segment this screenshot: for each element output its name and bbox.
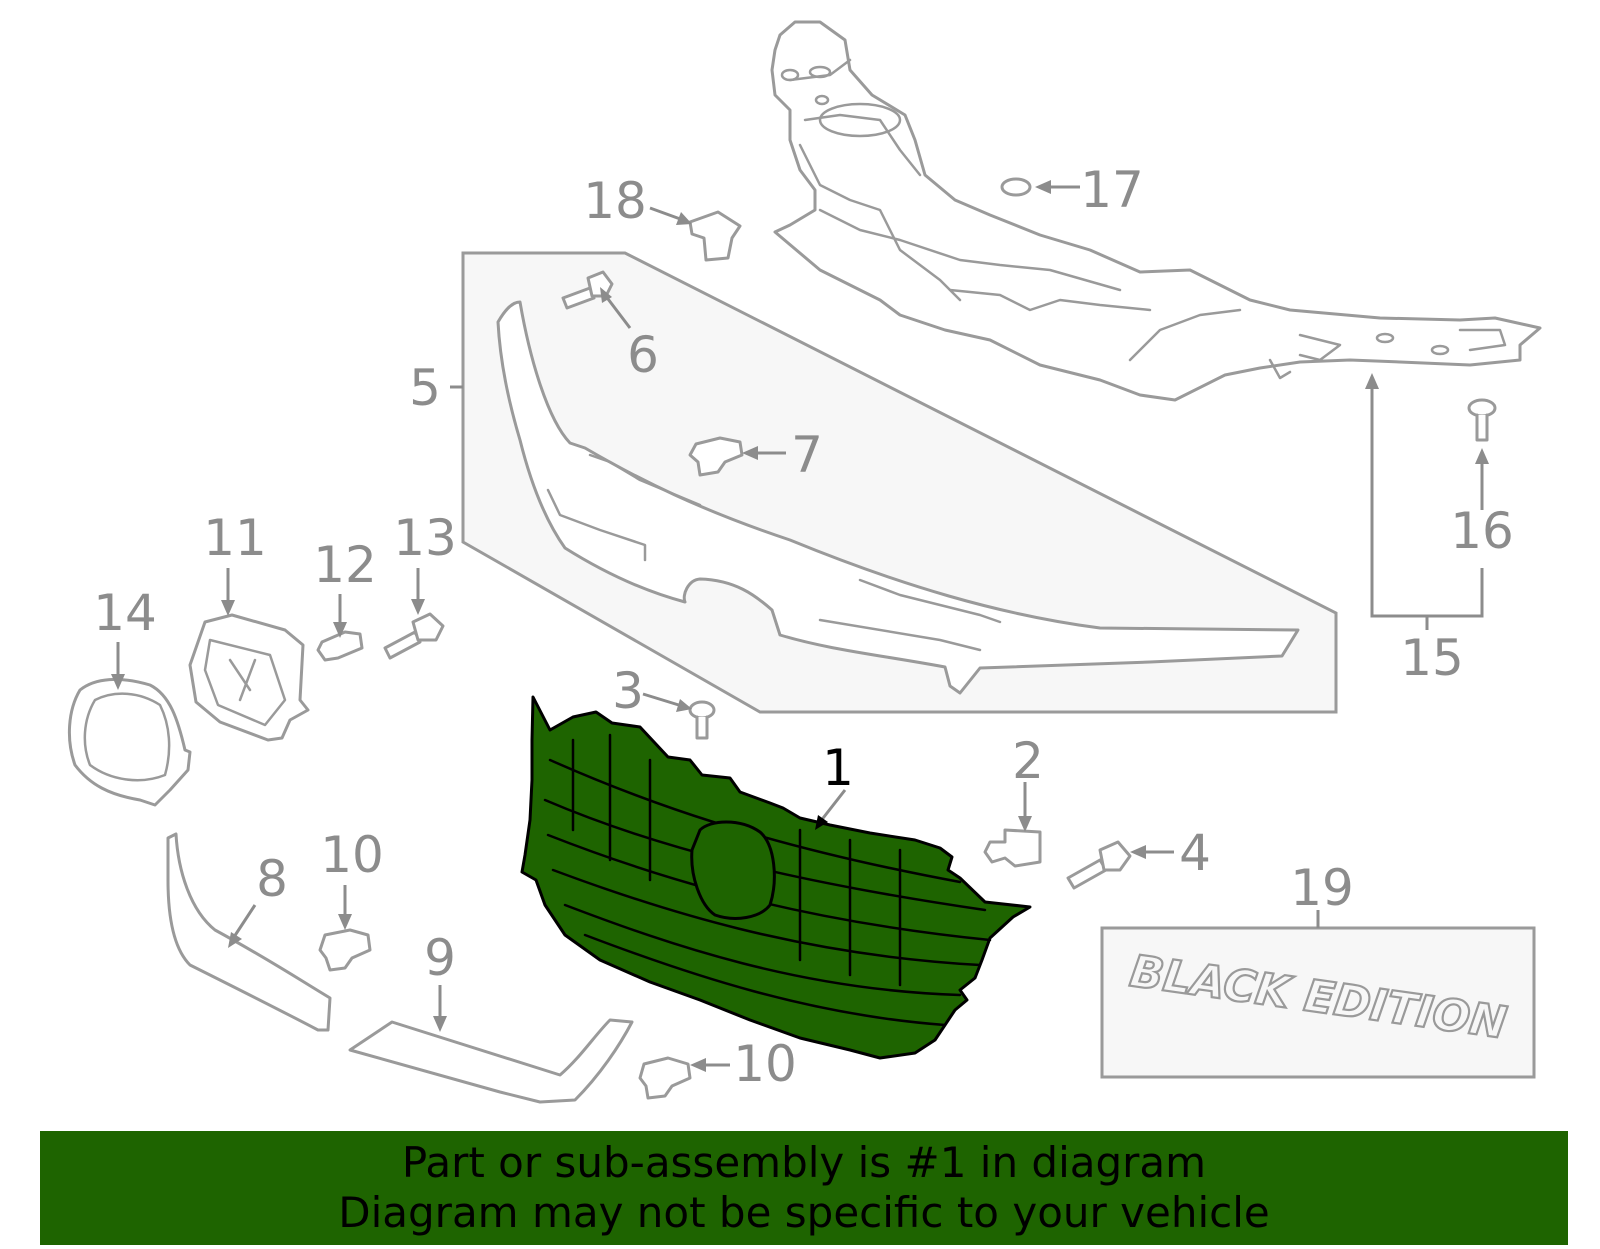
callout-9: 9 — [424, 929, 456, 987]
callout-18: 18 — [583, 172, 647, 230]
lower-molding-part-9 — [348, 1018, 634, 1104]
callout-5: 5 — [409, 359, 441, 417]
clip-part-2 — [983, 828, 1042, 868]
clip-part-18 — [688, 210, 742, 262]
screw-part-16 — [1467, 398, 1497, 442]
clip-part-10b — [638, 1056, 692, 1100]
clip-part-10a — [318, 928, 372, 972]
bolt-part-4 — [1066, 840, 1132, 890]
callout-19: 19 — [1290, 859, 1354, 917]
clip-part-12 — [316, 630, 364, 662]
callout-15: 15 — [1400, 629, 1464, 687]
callout-8: 8 — [256, 850, 288, 908]
callout-16: 16 — [1450, 502, 1514, 560]
leader-lines — [111, 180, 1489, 1072]
footer-banner: Part or sub-assembly is #1 in diagram Di… — [40, 1131, 1568, 1245]
callout-6: 6 — [627, 326, 659, 384]
clip-part-7 — [688, 436, 744, 477]
footer-line-2: Diagram may not be specific to your vehi… — [338, 1188, 1270, 1237]
footer-line-1: Part or sub-assembly is #1 in diagram — [401, 1138, 1207, 1187]
callout-4: 4 — [1179, 824, 1211, 882]
side-molding-part-8 — [166, 832, 332, 1032]
screw-part-3 — [688, 700, 716, 740]
callout-14: 14 — [93, 584, 157, 642]
grille-part — [520, 695, 1032, 1060]
upper-molding-part — [496, 300, 1300, 695]
bolt-part-13 — [383, 612, 445, 660]
callout-1: 1 — [822, 739, 854, 797]
group-box-19 — [1100, 926, 1536, 1079]
callout-7: 7 — [791, 426, 823, 484]
callout-10a: 10 — [320, 826, 384, 884]
callout-3: 3 — [612, 662, 644, 720]
bolt-part-6 — [561, 270, 614, 310]
callout-17: 17 — [1080, 161, 1144, 219]
callout-2: 2 — [1012, 732, 1044, 790]
upper-support-part — [770, 20, 1542, 402]
plug-part-17 — [1000, 177, 1032, 197]
bezel-part-14 — [67, 677, 192, 807]
callout-11: 11 — [203, 509, 267, 567]
callout-12: 12 — [313, 536, 377, 594]
bracket-part-11 — [188, 613, 310, 742]
callout-10b: 10 — [733, 1035, 797, 1093]
callout-13: 13 — [393, 509, 457, 567]
